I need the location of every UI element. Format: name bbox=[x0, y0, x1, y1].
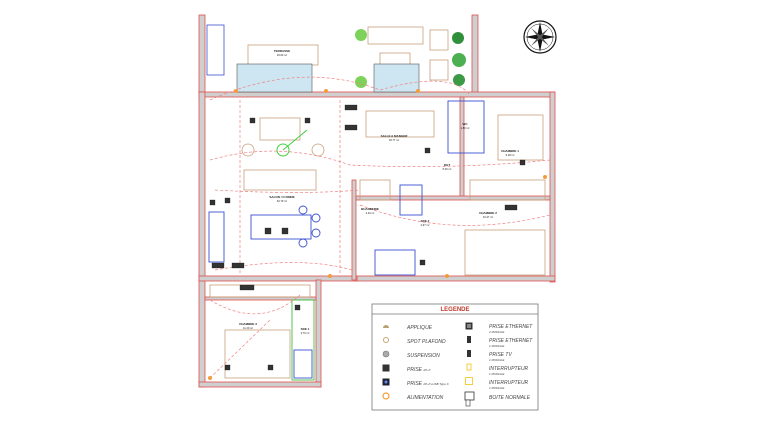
prise-usb-icon bbox=[382, 378, 390, 386]
legend-sub-interrupteur: 1 MODULE bbox=[489, 372, 505, 376]
spot-plafond-icon bbox=[383, 337, 389, 343]
living-furniture bbox=[208, 100, 546, 381]
legend: LEGENDE APPLIQUE SPOT PLAFOND SUSPENSION… bbox=[371, 303, 539, 411]
room-buanderie-name: BUANDERIE bbox=[361, 207, 379, 211]
legend-label-applique: APPLIQUE bbox=[406, 325, 433, 331]
room-sde1-name: SDE 1 bbox=[301, 327, 310, 331]
room-dgt-area: 5.06 m² bbox=[443, 167, 452, 171]
legend-title: LEGENDE bbox=[440, 307, 469, 313]
prise-ethernet-2-icon bbox=[465, 322, 473, 330]
room-dgt-name: DGT bbox=[444, 163, 451, 167]
prise-ethernet-1-icon bbox=[467, 336, 471, 343]
legend-label-interrupteur-2: INTERRUPTEUR bbox=[489, 380, 529, 386]
legend-sub-prise: 2P+T bbox=[422, 368, 431, 372]
svg-text:PRISE 2P+T: PRISE 2P+T bbox=[407, 367, 432, 373]
svg-text:SUSPENSION: SUSPENSION bbox=[407, 353, 440, 359]
room-terrasse-area: 26.00 m² bbox=[277, 53, 287, 57]
room-chambre3-area: 11.20 m² bbox=[243, 326, 253, 330]
legend-sub-ethernet-2: 2 MODULE bbox=[488, 330, 505, 334]
legend-label-alimentation: ALIMENTATION bbox=[406, 395, 444, 401]
legend-label-ethernet-1: PRISE ETHERNET bbox=[489, 338, 533, 344]
room-buanderie-area: 2.40 m² bbox=[366, 211, 375, 215]
room-chambre3-name: CHAMBRE 3 bbox=[239, 322, 257, 326]
legend-label-boite: BOITE NORMALE bbox=[489, 395, 531, 401]
room-terrasse-name: TERRASSE bbox=[274, 49, 290, 53]
alimentation-icon bbox=[382, 392, 390, 400]
room-chambre2-area: 16.47 m² bbox=[483, 215, 493, 219]
room-chambre1-area: 9.28 m² bbox=[506, 153, 515, 157]
prise-icon bbox=[382, 364, 390, 372]
room-sde2-area: 2.97 m² bbox=[421, 223, 430, 227]
room-sde2-name: SDE 2 bbox=[421, 219, 430, 223]
room-salon-name: SALON / CUISINE bbox=[269, 195, 294, 199]
legend-label-interrupteur: INTERRUPTEUR bbox=[489, 366, 529, 372]
svg-text:APPLIQUE: APPLIQUE bbox=[406, 325, 433, 331]
legend-sub-interrupteur-2: 1 MODULE bbox=[489, 386, 505, 390]
svg-text:SPOT PLAFOND: SPOT PLAFOND bbox=[407, 339, 446, 345]
prise-tv-icon bbox=[467, 350, 471, 357]
svg-text:ALIMENTATION: ALIMENTATION bbox=[406, 395, 444, 401]
legend-sub-tv: 1 MODULE bbox=[489, 358, 505, 362]
room-labels: TERRASSE 26.00 m² SALLE A MANGER 18.77 m… bbox=[239, 49, 519, 335]
terrace bbox=[206, 24, 466, 93]
legend-label-prise-usb: PRISE bbox=[407, 381, 423, 387]
legend-label-suspension: SUSPENSION bbox=[407, 353, 440, 359]
interrupteur-icon bbox=[466, 363, 472, 371]
applique-icon bbox=[383, 325, 389, 328]
legend-sub-ethernet-1: 1 MODULE bbox=[489, 344, 505, 348]
interrupteur-2-icon bbox=[465, 377, 473, 385]
wiring bbox=[209, 76, 551, 379]
room-wc-name: WC bbox=[463, 122, 469, 126]
compass-icon bbox=[523, 20, 557, 54]
room-wc-area: 1.80 m² bbox=[461, 126, 470, 130]
boite-normale-icon bbox=[464, 391, 475, 407]
legend-label-prise: PRISE bbox=[407, 367, 423, 373]
legend-label-spot: SPOT PLAFOND bbox=[407, 339, 446, 345]
sockets bbox=[208, 89, 547, 380]
legend-label-tv: PRISE TV bbox=[489, 352, 512, 358]
room-chambre2-name: CHAMBRE 2 bbox=[479, 211, 497, 215]
suspension-icon bbox=[382, 350, 390, 358]
legend-sub-prise-usb: 2P+T+USB Type C bbox=[422, 382, 449, 386]
walls bbox=[198, 14, 556, 388]
room-sde1-area: 3.76 m² bbox=[301, 331, 310, 335]
room-salle-manger-name: SALLE A MANGER bbox=[381, 134, 409, 138]
room-salle-manger-area: 18.77 m² bbox=[389, 138, 399, 142]
room-salon-area: 62.79 m² bbox=[277, 199, 287, 203]
legend-label-ethernet-2: PRISE ETHERNET bbox=[489, 324, 533, 330]
svg-text:PRISE 2P+T+USB Type C: PRISE 2P+T+USB Type C bbox=[407, 381, 450, 387]
room-chambre1-name: CHAMBRE 1 bbox=[501, 149, 519, 153]
